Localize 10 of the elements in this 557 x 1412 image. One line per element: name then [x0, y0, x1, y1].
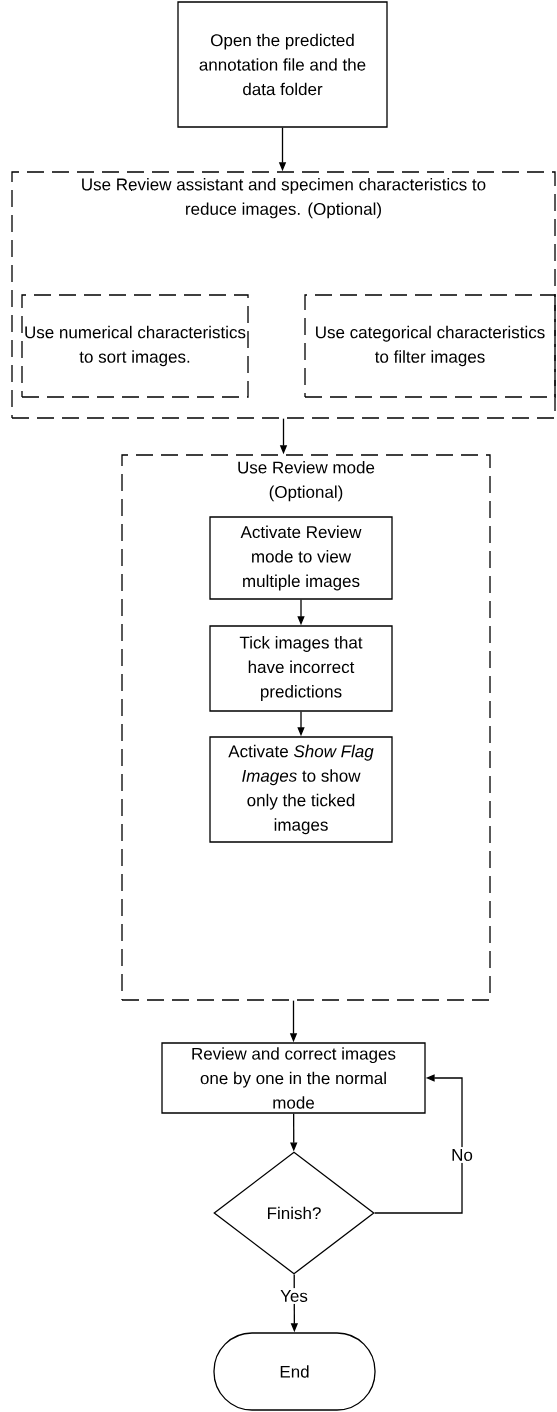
process-box: Review and correct images one by one in the normal mode — [161, 1042, 426, 1114]
arrow — [374, 1074, 463, 1214]
option-box: Use categorical characteristics to filter images — [304, 294, 556, 398]
process-box: Activate Review mode to view multiple images — [209, 516, 393, 600]
process-box: Open the predicted annotation file and the data folder — [177, 1, 388, 128]
option-box: Use numerical characteristics to sort images. — [21, 294, 249, 398]
process-box: Tick images that have incorrect predictions — [209, 625, 393, 712]
edge-label: Yes — [278, 1288, 310, 1304]
process-box: Activate Show Flag Images to show only the ticked images — [209, 736, 393, 843]
edge-label: No — [449, 1147, 475, 1163]
